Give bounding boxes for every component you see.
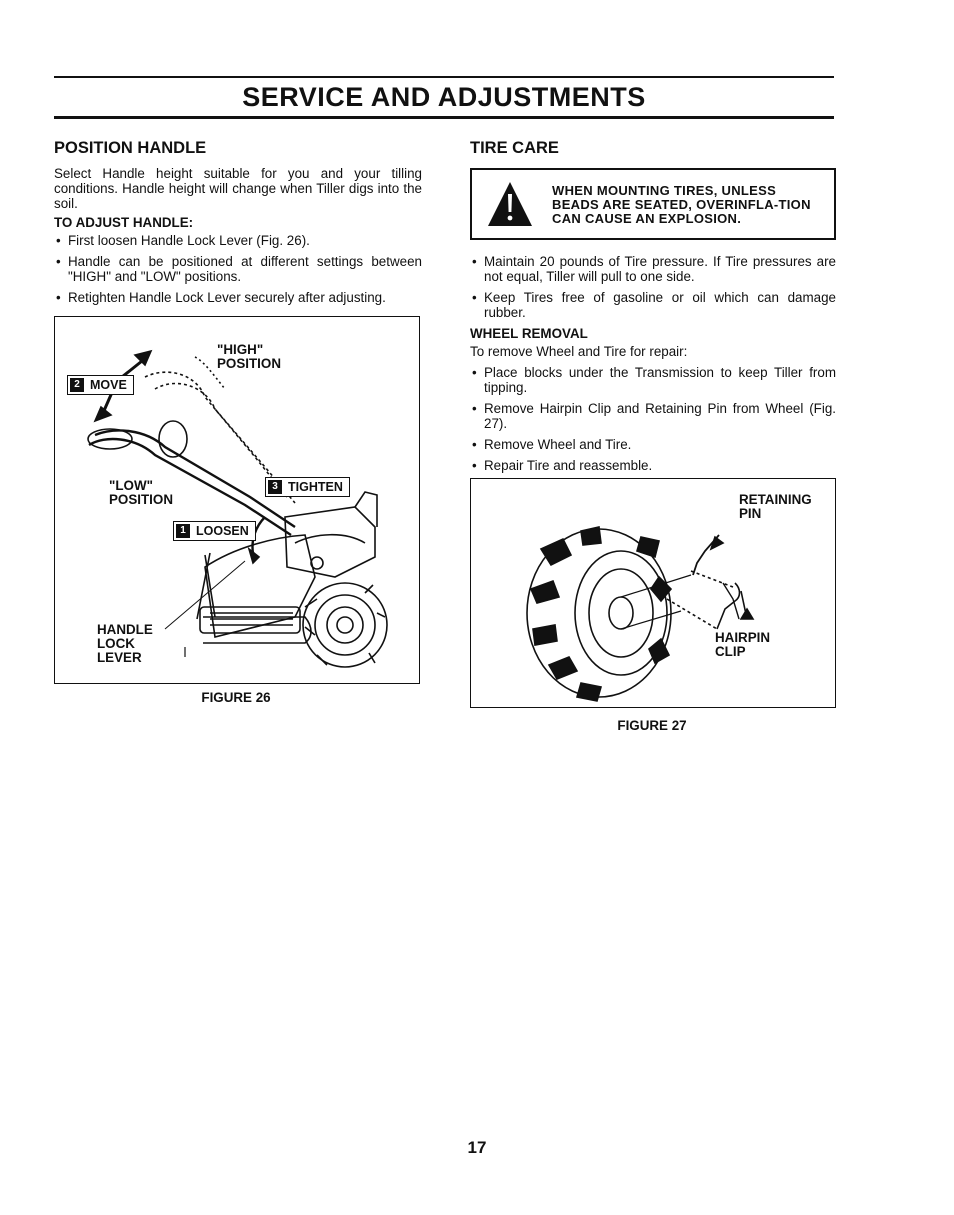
loosen-tag: 1 LOOSEN (173, 521, 256, 541)
page-title: SERVICE AND ADJUSTMENTS (242, 82, 646, 112)
loosen-tag-label: LOOSEN (196, 524, 249, 538)
wheel-removal-subheading: WHEEL REMOVAL (470, 326, 588, 341)
figure-26-box: "HIGH" POSITION "LOW" POSITION HANDLE LO… (54, 316, 420, 684)
move-tag: 2 MOVE (67, 375, 134, 395)
warning-text: WHEN MOUNTING TIRES, UNLESS BEADS ARE SE… (552, 183, 811, 226)
label-retaining-pin: RETAINING PIN (739, 492, 812, 521)
label-hairpin-clip: HAIRPIN CLIP (715, 630, 771, 659)
warning-box: WHEN MOUNTING TIRES, UNLESS BEADS ARE SE… (470, 168, 836, 240)
top-rule (54, 76, 834, 78)
move-tag-label: MOVE (90, 378, 127, 392)
list-item: Handle can be positioned at different se… (54, 254, 422, 284)
figure-26-caption: FIGURE 26 (201, 690, 271, 705)
title-underline (54, 116, 834, 119)
left-column: POSITION HANDLE Select Handle height sui… (54, 138, 422, 311)
tire-care-heading: TIRE CARE (470, 139, 559, 157)
wheel-removal-intro: To remove Wheel and Tire for repair: (470, 344, 688, 359)
list-item: Remove Wheel and Tire. (470, 437, 836, 452)
label-handle-lock-lever: HANDLE LOCK LEVER (97, 622, 153, 665)
label-high-position: "HIGH" POSITION (217, 342, 281, 371)
right-column: TIRE CARE WHEN MOUNTING TIRES, UNLESS BE… (470, 138, 836, 479)
figure-27-caption: FIGURE 27 (617, 718, 687, 733)
tighten-tag-label: TIGHTEN (288, 480, 343, 494)
wheel-removal-steps: Place blocks under the Transmission to k… (470, 365, 836, 473)
figure-27-box: RETAINING PIN HAIRPIN CLIP (470, 478, 836, 708)
wheel-illustration (526, 526, 755, 702)
tire-care-list: Maintain 20 pounds of Tire pressure. If … (470, 254, 836, 320)
list-item: Remove Hairpin Clip and Retaining Pin fr… (470, 401, 836, 431)
page-number: 17 (467, 1138, 487, 1157)
list-item: Keep Tires free of gasoline or oil which… (470, 290, 836, 320)
list-item: Place blocks under the Transmission to k… (470, 365, 836, 395)
adjust-handle-steps: First loosen Handle Lock Lever (Fig. 26)… (54, 233, 422, 305)
step-number-badge: 1 (176, 524, 190, 538)
tighten-tag: 3 TIGHTEN (265, 477, 350, 497)
list-item: Repair Tire and reassemble. (470, 458, 836, 473)
list-item: Maintain 20 pounds of Tire pressure. If … (470, 254, 836, 284)
warning-triangle-icon (488, 182, 532, 226)
label-low-position: "LOW" POSITION (109, 478, 173, 507)
adjust-handle-subheading: TO ADJUST HANDLE: (54, 215, 194, 230)
position-handle-intro: Select Handle height suitable for you an… (54, 166, 422, 211)
tiller-handle-illustration (87, 349, 388, 668)
step-number-badge: 3 (268, 480, 282, 494)
list-item: Retighten Handle Lock Lever securely aft… (54, 290, 422, 305)
step-number-badge: 2 (70, 378, 84, 392)
list-item: First loosen Handle Lock Lever (Fig. 26)… (54, 233, 422, 248)
position-handle-heading: POSITION HANDLE (54, 139, 207, 157)
